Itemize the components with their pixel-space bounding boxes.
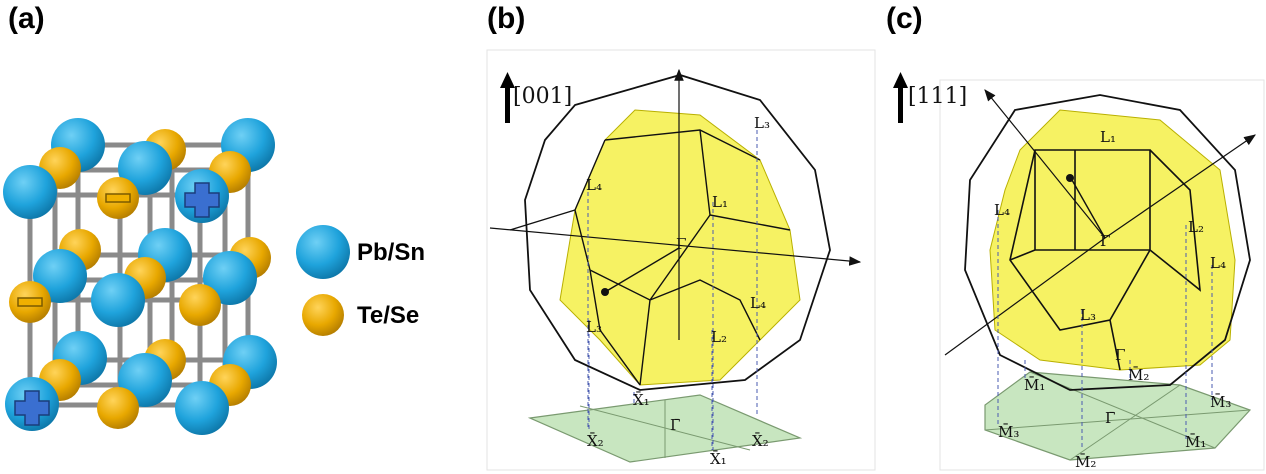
atom-pbsn xyxy=(175,381,229,435)
point-label: X̄₁ xyxy=(633,391,650,409)
point-label: L₄ xyxy=(1210,254,1226,272)
point-label: L₂ xyxy=(1188,218,1204,236)
point-label: Γ̄ xyxy=(670,416,680,434)
point-label: X̄₁ xyxy=(710,450,727,468)
point-label: M̄₃ xyxy=(998,423,1019,441)
point-label: L₁ xyxy=(712,193,728,211)
bz-diagram-c: [111] L₁ L₄ Γ L₂ L₄ L₃ Γ xyxy=(893,72,1265,471)
minus-defect-icon xyxy=(17,297,43,307)
point-label: X̄₂ xyxy=(587,432,604,450)
point-label: L₂ xyxy=(711,328,727,346)
point-label: L₃ xyxy=(754,114,770,132)
atom-pbsn xyxy=(91,273,145,327)
point-label: Γ xyxy=(1115,346,1125,364)
panel-c-label: (c) xyxy=(886,2,923,35)
direction-arrow-icon xyxy=(898,85,903,123)
point-label: Γ xyxy=(676,235,686,253)
atom-pbsn xyxy=(203,251,257,305)
point-label: Γ xyxy=(1100,232,1110,250)
plus-defect-icon xyxy=(184,182,220,218)
point-label: M̄₁ xyxy=(1185,433,1206,451)
panel-a-label: (a) xyxy=(8,2,45,35)
legend-swatch-pbsn xyxy=(296,225,350,279)
point-label: L₃ xyxy=(1080,306,1096,324)
atom-pbsn xyxy=(3,165,57,219)
point-label: M̄₃ xyxy=(1210,393,1231,411)
atom-pbsn xyxy=(118,141,172,195)
atom-tese xyxy=(179,284,221,326)
bz-outline xyxy=(964,94,1251,391)
point-label: L₃ xyxy=(586,318,602,336)
point-label: M̄₁ xyxy=(1024,376,1045,394)
bz-outline xyxy=(524,74,831,391)
bz-diagram-b: [001] L₄ L₁ L₃ Γ L₃ L₄ L₂ X̄₁ xyxy=(486,49,876,471)
legend-label-pbsn: Pb/Sn xyxy=(357,239,426,266)
crystal-lattice xyxy=(3,118,277,435)
atom-tese xyxy=(97,387,139,429)
direction-arrow-icon xyxy=(505,85,510,123)
point-label: Γ̄ xyxy=(1105,409,1115,427)
minus-defect-icon xyxy=(105,193,131,203)
direction-label-111: [111] xyxy=(908,84,967,109)
surface-bz-hexagon xyxy=(984,371,1252,461)
point-label: L₁ xyxy=(1100,128,1116,146)
point-label: L₄ xyxy=(994,201,1010,219)
panel-b-label: (b) xyxy=(487,2,526,35)
legend-label-tese: Te/Se xyxy=(357,302,420,329)
point-label: L₄ xyxy=(586,176,602,194)
point-label: X̄₂ xyxy=(752,432,769,450)
point-label: M̄₂ xyxy=(1128,366,1149,384)
point-label: M̄₂ xyxy=(1075,453,1096,471)
legend-swatch-tese xyxy=(302,294,344,336)
plus-defect-icon xyxy=(14,390,50,426)
direction-label-001: [001] xyxy=(513,84,572,109)
point-label: L₄ xyxy=(750,294,766,312)
fermi-pocket xyxy=(989,109,1236,371)
